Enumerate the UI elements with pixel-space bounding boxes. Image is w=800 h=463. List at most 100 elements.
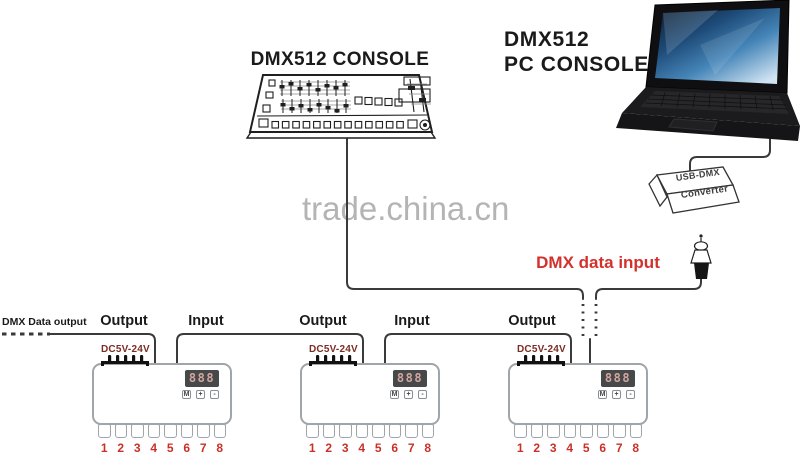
dmx-data-input-label: DMX data input xyxy=(536,253,660,272)
console-title: DMX512 CONSOLE xyxy=(250,49,430,70)
channel-tab xyxy=(580,424,593,438)
channel-tab xyxy=(180,424,193,438)
port-number: 7 xyxy=(407,441,415,455)
menu-button: M xyxy=(390,390,399,399)
port-number: 2 xyxy=(533,441,541,455)
port-number: 4 xyxy=(358,441,366,455)
port-number: 3 xyxy=(133,441,141,455)
menu-button: M xyxy=(182,390,191,399)
channel-tab xyxy=(547,424,560,438)
power-voltage-label: DC5V-24V xyxy=(517,344,566,355)
device-buttons: M + - xyxy=(390,390,427,399)
channel-tab xyxy=(514,424,527,438)
device-buttons: M + - xyxy=(598,390,635,399)
port-number: 6 xyxy=(599,441,607,455)
port-number: 5 xyxy=(166,441,174,455)
port-number: 2 xyxy=(325,441,333,455)
port-number: 7 xyxy=(199,441,207,455)
channel-tab xyxy=(98,424,111,438)
plus-button: + xyxy=(404,390,413,399)
port-number: 8 xyxy=(216,441,224,455)
port-number: 3 xyxy=(549,441,557,455)
dmx-console-illustration xyxy=(245,74,437,139)
channel-tab xyxy=(197,424,210,438)
minus-button: - xyxy=(418,390,427,399)
port-number: 3 xyxy=(341,441,349,455)
channel-tab xyxy=(629,424,642,438)
usb-dmx-converter-illustration xyxy=(648,166,740,214)
port-number: 8 xyxy=(632,441,640,455)
device2-to-device1-wire xyxy=(176,333,364,365)
minus-button: - xyxy=(210,390,219,399)
channel-tab xyxy=(530,424,543,438)
channel-tab xyxy=(355,424,368,438)
channel-tab xyxy=(322,424,335,438)
power-terminal-icon xyxy=(517,355,565,366)
power-terminal-icon xyxy=(101,355,149,366)
port-number: 2 xyxy=(117,441,125,455)
output-label-device2: Output xyxy=(299,313,347,329)
channel-tab xyxy=(613,424,626,438)
port-number: 5 xyxy=(374,441,382,455)
output-label-device1: Output xyxy=(100,313,148,329)
port-number: 6 xyxy=(391,441,399,455)
port-number: 1 xyxy=(100,441,108,455)
device1-output-wire xyxy=(49,333,156,365)
port-number: 7 xyxy=(615,441,623,455)
input-label-device1: Input xyxy=(188,313,224,329)
channel-tab xyxy=(131,424,144,438)
plus-button: + xyxy=(196,390,205,399)
channel-tab xyxy=(339,424,352,438)
channel-tab xyxy=(306,424,319,438)
output-channel-tabs xyxy=(98,424,226,438)
port-number: 4 xyxy=(150,441,158,455)
segment-display: 888 xyxy=(185,370,219,387)
minus-button: - xyxy=(626,390,635,399)
port-number: 1 xyxy=(516,441,524,455)
pc-title-line2: PC CONSOLE xyxy=(504,53,649,76)
xlr-connector-icon xyxy=(690,234,712,279)
pc-console-title: DMX512 PC CONSOLE xyxy=(504,27,649,77)
menu-button: M xyxy=(598,390,607,399)
channel-tab xyxy=(388,424,401,438)
port-number: 6 xyxy=(183,441,191,455)
watermark: trade.china.cn xyxy=(302,190,510,227)
device-buttons: M + - xyxy=(182,390,219,399)
channel-tab xyxy=(147,424,160,438)
output-label-device3: Output xyxy=(508,313,556,329)
channel-tab xyxy=(213,424,226,438)
input-label-device2: Input xyxy=(394,313,430,329)
pc-title-line1: DMX512 xyxy=(504,28,590,51)
console-to-splitter-wire xyxy=(346,138,584,300)
plus-button: + xyxy=(612,390,621,399)
dmx-data-output-label: DMX Data output xyxy=(2,316,87,328)
device3-to-device2-wire xyxy=(384,333,572,365)
channel-tab xyxy=(596,424,609,438)
converter-to-splitter-wire xyxy=(595,278,702,300)
segment-display: 888 xyxy=(601,370,635,387)
power-terminal-icon xyxy=(309,355,357,366)
port-number: 1 xyxy=(308,441,316,455)
channel-tab xyxy=(114,424,127,438)
segment-display: 888 xyxy=(393,370,427,387)
channel-tab xyxy=(372,424,385,438)
power-voltage-label: DC5V-24V xyxy=(309,344,358,355)
port-number: 8 xyxy=(424,441,432,455)
output-channel-tabs xyxy=(306,424,434,438)
port-number: 4 xyxy=(566,441,574,455)
port-number: 5 xyxy=(582,441,590,455)
wires xyxy=(2,125,771,365)
channel-tab xyxy=(563,424,576,438)
channel-tab xyxy=(164,424,177,438)
power-voltage-label: DC5V-24V xyxy=(101,344,150,355)
laptop-to-converter-wire xyxy=(689,125,771,177)
channel-tab xyxy=(421,424,434,438)
